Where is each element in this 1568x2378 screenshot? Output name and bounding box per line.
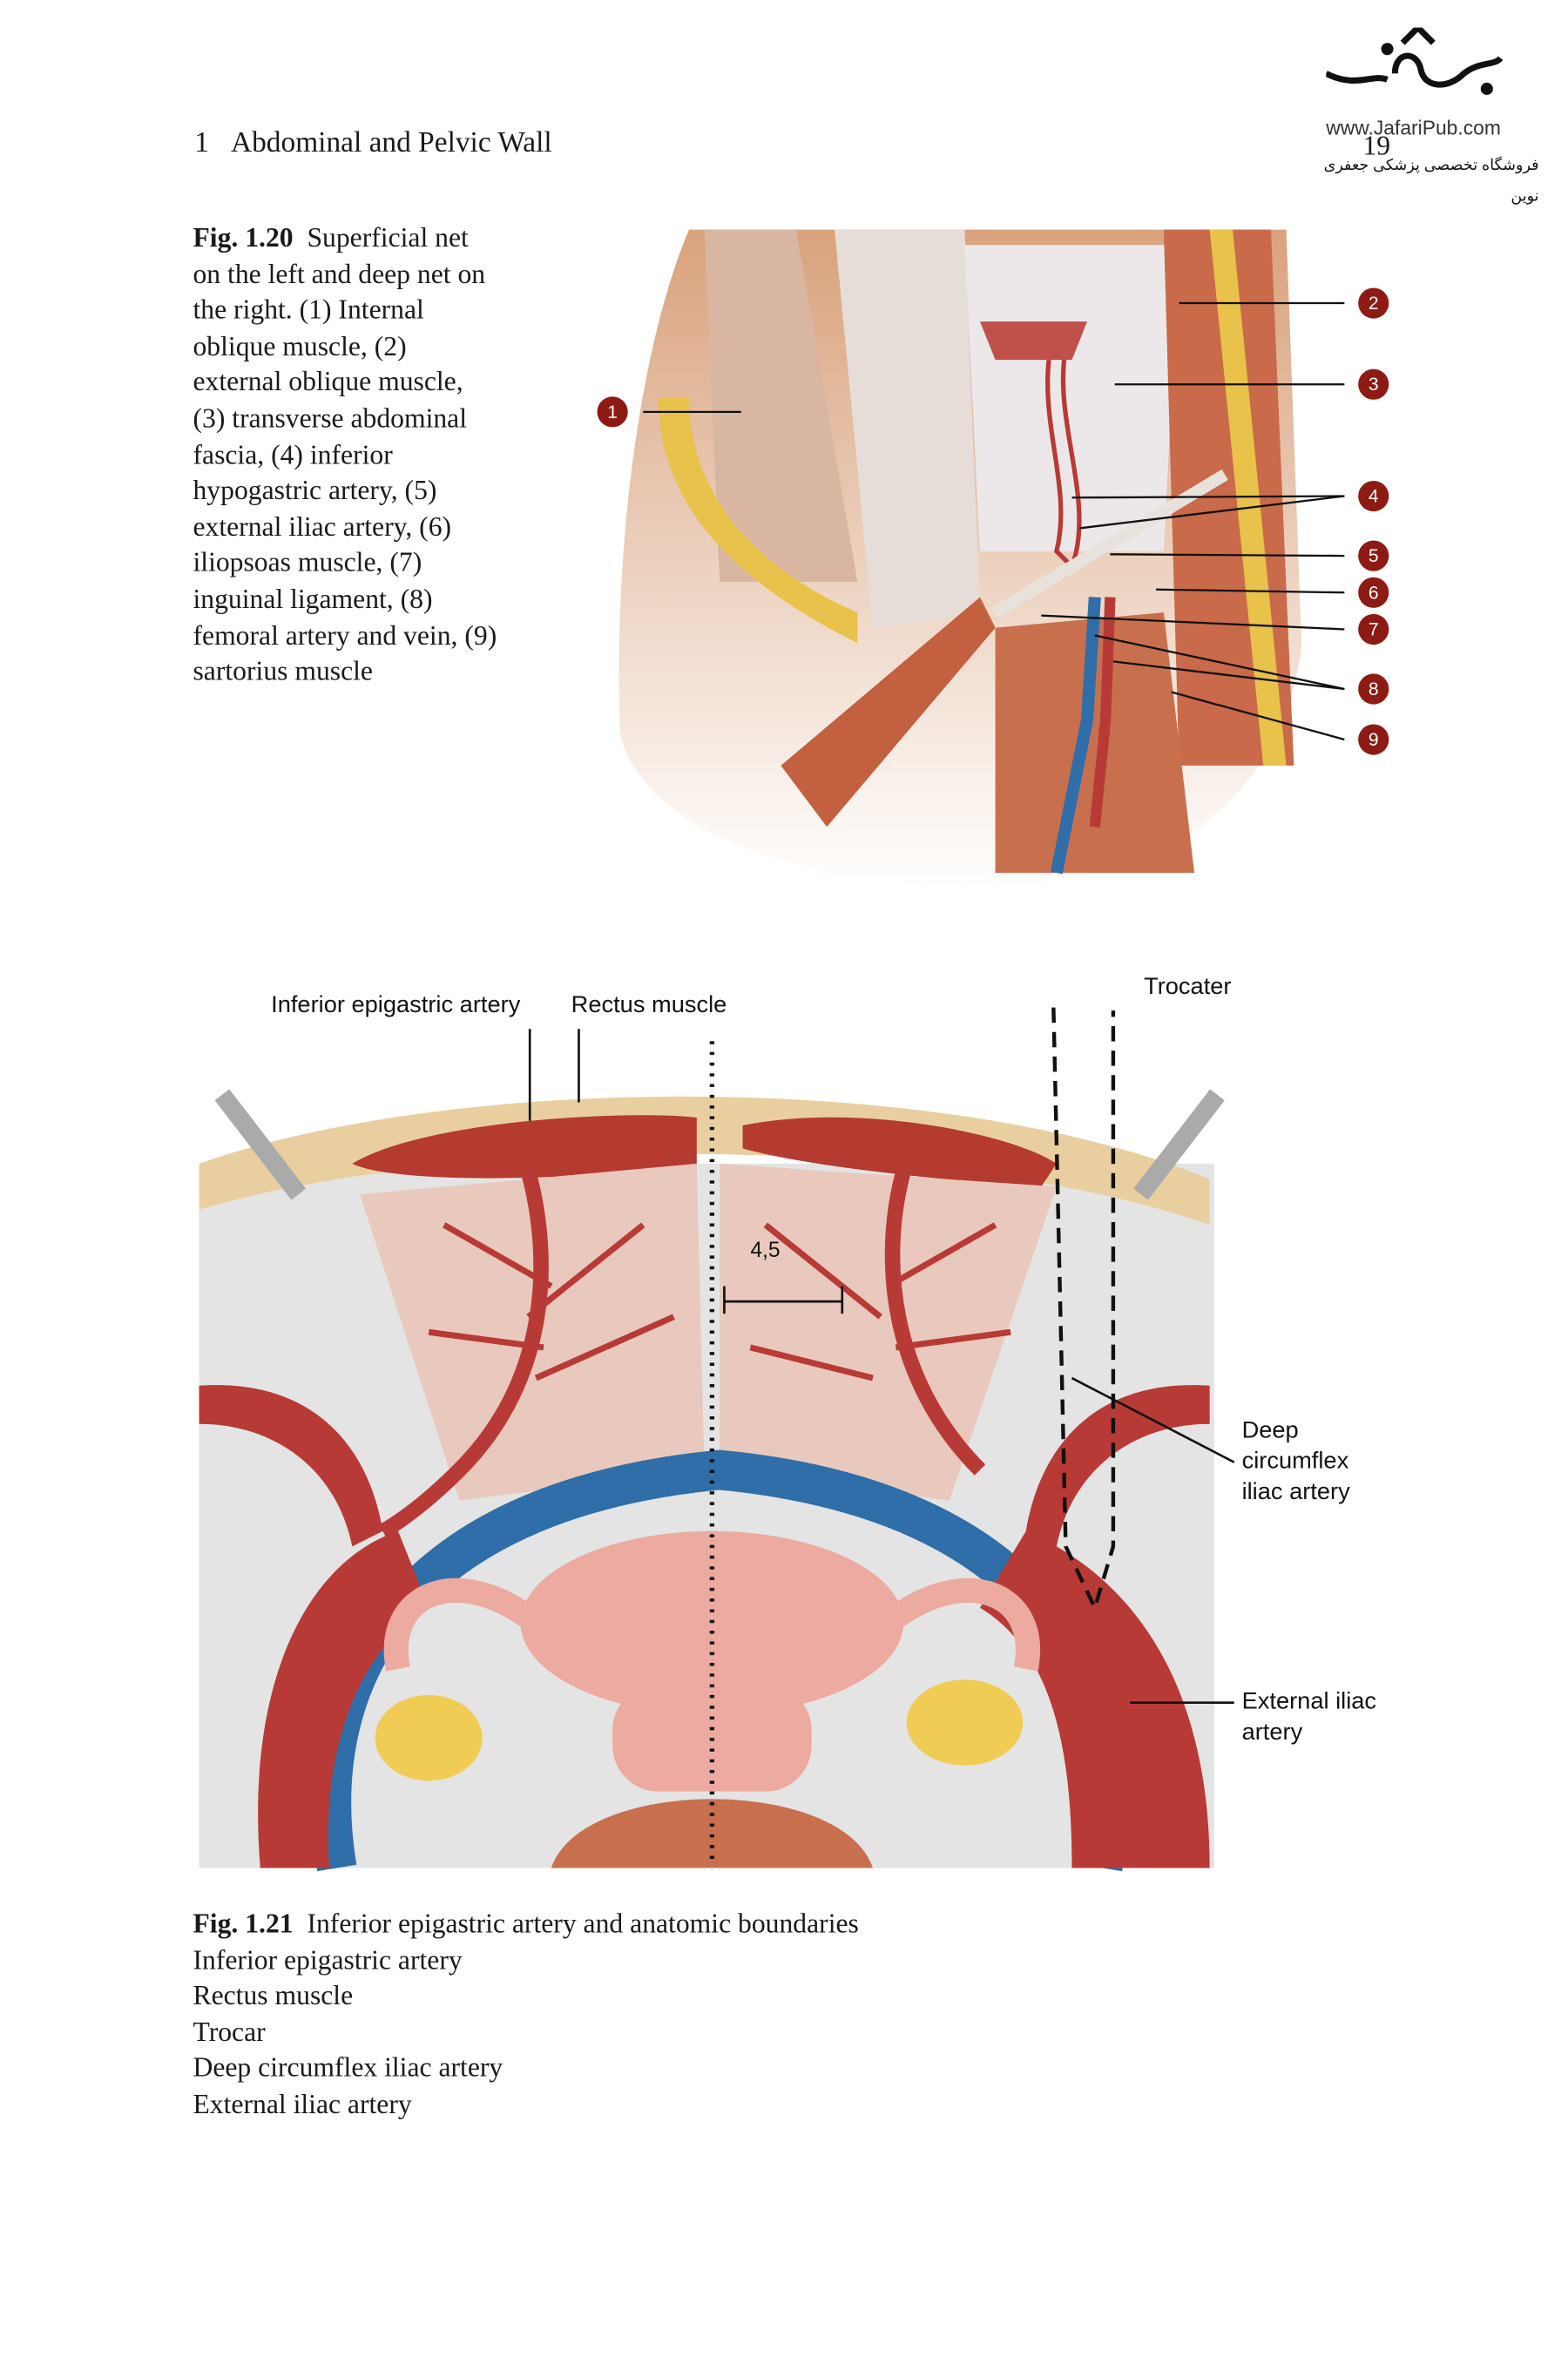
fig121-label: Fig. 1.21	[193, 1908, 294, 1939]
caption-line: Deep circumflex iliac artery	[193, 2052, 504, 2084]
caption-line: oblique muscle, (2)	[193, 330, 407, 361]
fig120-caption: Fig. 1.20 Superficial net on the left an…	[193, 220, 544, 690]
caption-line: femoral artery and vein, (9)	[193, 619, 497, 651]
label-line: External iliac	[1241, 1688, 1377, 1715]
label-deep-circumflex-iliac-artery: Deep circumflex iliac artery	[1242, 1416, 1350, 1508]
callout-7: 7	[1358, 613, 1389, 645]
caption-line: fascia, (4) inferior	[193, 438, 393, 470]
caption-line: (3) transverse abdominal	[193, 402, 468, 434]
page-number: 19	[1362, 130, 1391, 161]
watermark-subtitle: فروشگاه تخصصی پزشکی جعفری نوین	[1323, 158, 1539, 206]
caption-line: Rectus muscle	[193, 1980, 354, 2011]
callout-1: 1	[597, 396, 628, 428]
label-trocater: Trocater	[1144, 973, 1232, 1000]
fig121-caption: Fig. 1.21 Inferior epigastric artery and…	[193, 1906, 858, 2123]
caption-line: external oblique muscle,	[193, 366, 463, 397]
label-distance: 4,5	[750, 1237, 781, 1262]
label-line: circumflex	[1241, 1448, 1349, 1475]
caption-title: Inferior epigastric artery and anatomic …	[307, 1908, 859, 1939]
fig121-illustration	[199, 1007, 1235, 1872]
fig120-label: Fig. 1.20	[193, 221, 294, 253]
caption-line: external iliac artery, (6)	[193, 510, 452, 542]
callout-3: 3	[1358, 368, 1389, 400]
label-inferior-epigastric-artery: Inferior epigastric artery	[271, 992, 521, 1018]
caption-line: sartorius muscle	[193, 655, 373, 686]
label-line: artery	[1241, 1719, 1303, 1746]
chapter-number: 1	[194, 126, 209, 159]
callout-2: 2	[1358, 287, 1389, 319]
callout-6: 6	[1358, 577, 1389, 608]
caption-line: inguinal ligament, (8)	[193, 583, 433, 614]
caption-line: Superficial net	[307, 221, 469, 253]
caption-line: Inferior epigastric artery	[193, 1943, 463, 1975]
label-line: Deep	[1241, 1417, 1299, 1444]
caption-line: the right. (1) Internal	[193, 294, 424, 325]
caption-line: hypogastric artery, (5)	[193, 475, 437, 506]
caption-line: on the left and deep net on	[193, 258, 486, 289]
chapter-title: Abdominal and Pelvic Wall	[230, 126, 552, 159]
caption-line: External iliac artery	[193, 2088, 412, 2119]
label-rectus-muscle: Rectus muscle	[571, 992, 727, 1018]
caption-line: Trocar	[193, 2016, 266, 2047]
label-external-iliac-artery: External iliac artery	[1242, 1687, 1376, 1748]
watermark-url: www.JafariPub.com	[1326, 116, 1501, 139]
running-header: 1 Abdominal and Pelvic Wall	[194, 125, 551, 161]
jafaripub-logo	[1324, 23, 1510, 105]
fig120-illustration	[618, 229, 1345, 888]
caption-line: iliopsoas muscle, (7)	[193, 547, 422, 578]
callout-5: 5	[1358, 540, 1389, 571]
label-line: iliac artery	[1241, 1479, 1350, 1505]
callout-9: 9	[1358, 724, 1389, 755]
callout-4: 4	[1358, 480, 1389, 512]
callout-8: 8	[1358, 673, 1389, 705]
